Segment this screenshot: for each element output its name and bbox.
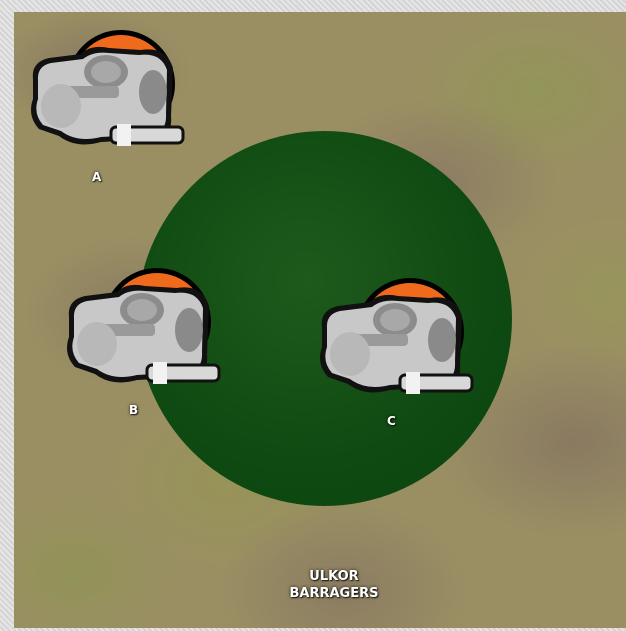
model-label-b: B xyxy=(129,403,138,417)
unit-title-line-1: ULKOR xyxy=(264,568,404,585)
model-a[interactable] xyxy=(21,24,191,154)
ulkor-barrager-miniature-icon xyxy=(57,262,227,392)
ulkor-barrager-miniature-icon xyxy=(21,24,191,154)
model-label-a: A xyxy=(92,170,101,184)
unit-title-line-2: BARRAGERS xyxy=(264,585,404,602)
model-b[interactable] xyxy=(57,262,227,392)
game-board: A B xyxy=(14,12,626,628)
model-c[interactable] xyxy=(310,272,480,402)
unit-title: ULKOR BARRAGERS xyxy=(264,568,404,602)
model-label-c: C xyxy=(387,414,396,428)
ulkor-barrager-miniature-icon xyxy=(310,272,480,402)
